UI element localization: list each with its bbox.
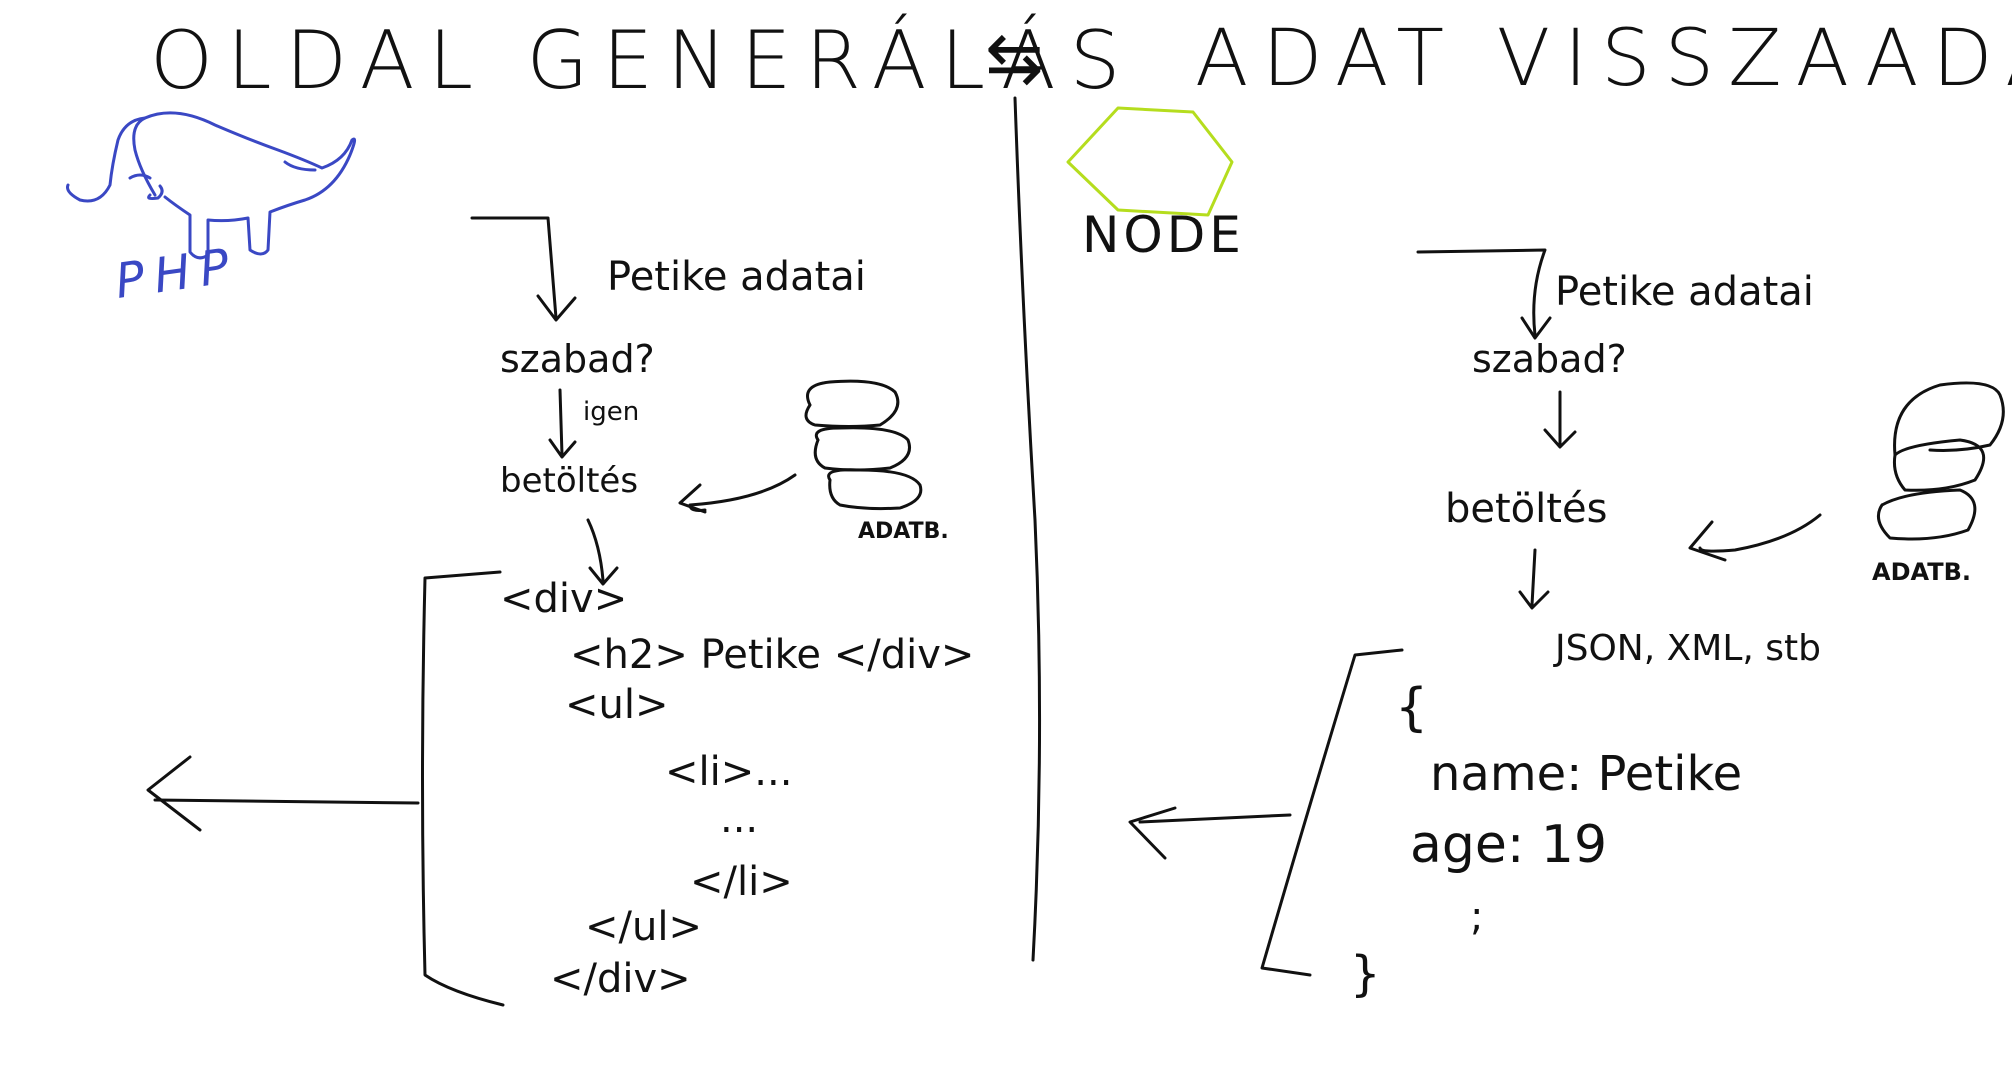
left-code-line-2: <h2> Petike </div> — [570, 632, 974, 678]
left-code-line-1: <div> — [500, 576, 627, 622]
left-code-line-5: ... — [720, 796, 758, 842]
php-logo-label: PHP — [112, 237, 243, 310]
node-logo-label: NODE — [1082, 206, 1245, 264]
right-request-text: Petike adatai — [1555, 269, 1814, 315]
right-arrow-head-3 — [1518, 590, 1550, 610]
node-hexagon-icon — [1066, 106, 1234, 217]
title-left: OLDAL GENERÁLÁS — [150, 14, 1134, 107]
right-question-text: szabad? — [1472, 337, 1627, 381]
right-json-line-3: age: 19 — [1410, 815, 1607, 875]
right-json-line-1: { — [1395, 678, 1428, 738]
right-db-arrow-head — [1688, 520, 1727, 562]
left-html-code-block: <div> <h2> Petike </div> <ul> <li>... ..… — [500, 576, 974, 1002]
left-database-label: ADATB. — [858, 519, 949, 544]
left-fill-text: betöltés — [500, 461, 638, 501]
right-code-bracket — [1260, 648, 1404, 977]
right-arrow-3 — [1530, 548, 1537, 607]
right-json-line-4: ; — [1470, 894, 1483, 940]
right-db-arrow — [1698, 513, 1822, 553]
left-code-line-6: </li> — [690, 859, 793, 905]
right-arrow-head-2 — [1543, 428, 1577, 449]
left-question-text: szabad? — [500, 337, 655, 381]
panel-divider — [1013, 96, 1042, 962]
left-code-bracket — [421, 570, 505, 1007]
right-database-icon — [1876, 381, 2005, 541]
right-database-label: ADATB. — [1872, 558, 1971, 586]
right-json-line-5: } — [1350, 946, 1381, 1002]
right-flow-entry-line — [1416, 248, 1547, 337]
left-code-line-3: <ul> — [565, 682, 669, 728]
left-db-arrow-head — [678, 483, 707, 514]
title-separator: ⇆ — [985, 17, 1044, 99]
left-code-line-7: </ul> — [585, 904, 702, 950]
php-elephant-icon — [66, 111, 357, 260]
left-request-text: Petike adatai — [607, 254, 866, 300]
right-output-arrow — [1138, 813, 1292, 824]
right-json-code-block: { name: Petike age: 19 ; } — [1350, 678, 1742, 1002]
right-arrow-head-1 — [1520, 316, 1552, 340]
left-db-arrow — [688, 473, 797, 512]
left-yes-label: igen — [583, 397, 639, 427]
title-right: ADAT VISSZAADÁS — [1195, 12, 2012, 104]
left-code-line-4: <li>... — [665, 749, 792, 795]
right-fill-text: betöltés — [1445, 486, 1607, 532]
left-arrow-head-2 — [548, 438, 577, 459]
left-flow-entry-line — [470, 216, 558, 320]
right-formats-text: JSON, XML, stb — [1553, 628, 1821, 669]
left-database-icon — [804, 379, 923, 511]
right-json-line-2: name: Petike — [1430, 746, 1742, 802]
left-arrow-2 — [558, 388, 564, 457]
left-code-line-8: </div> — [550, 956, 691, 1002]
right-output-arrow-head — [1128, 806, 1177, 860]
left-output-arrow-head — [146, 755, 202, 832]
left-output-arrow — [153, 798, 420, 805]
left-arrow-head-1 — [536, 294, 577, 322]
left-arrow-3 — [586, 518, 605, 582]
left-arrow-head-3 — [588, 566, 619, 586]
